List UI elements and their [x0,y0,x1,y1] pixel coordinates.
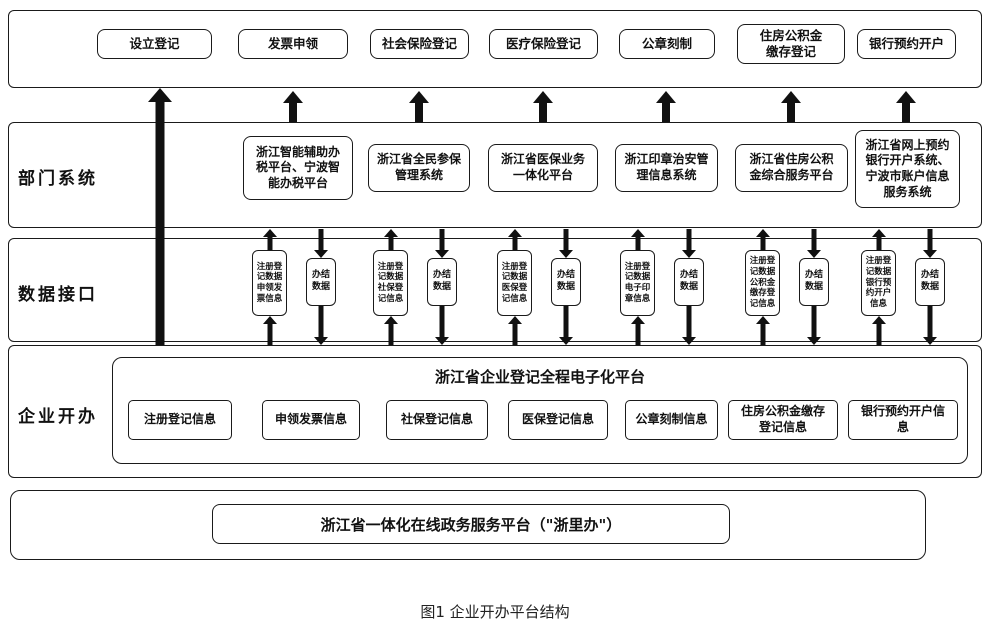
data-down-box-6: 办结 数据 [915,258,945,306]
dept-system-box-1: 浙江智能辅助办 税平台、宁波智 能办税平台 [243,136,353,200]
data-up-box-1: 注册登 记数据 申领发 票信息 [252,250,287,316]
down-arrow [559,306,573,345]
down-arrow [559,229,573,258]
up-arrow [631,229,645,250]
up-arrow [631,316,645,345]
service-box-7: 银行预约开户 [857,29,956,59]
up-arrow [508,229,522,250]
up-arrow [384,316,398,345]
down-arrow [682,306,696,345]
enterprise-layer-label: 企业开办 [18,407,98,427]
up-arrow [872,229,886,250]
down-arrow [682,229,696,258]
enterprise-item-5: 公章刻制信息 [625,400,718,440]
up-arrow [409,91,429,122]
up-arrow [756,229,770,250]
dept-system-box-2: 浙江省全民参保 管理系统 [368,144,470,192]
up-arrow [384,229,398,250]
data-down-box-5: 办结 数据 [799,258,829,306]
down-arrow [807,229,821,258]
up-arrow [283,91,303,122]
data-up-box-4: 注册登 记数据 电子印 章信息 [620,250,655,316]
down-arrow [435,306,449,345]
data-up-box-6: 注册登 记数据 银行预 约开户 信息 [861,250,896,316]
service-box-4: 医疗保险登记 [489,29,598,59]
up-arrow [656,91,676,122]
dept-layer-label: 部门系统 [18,169,98,189]
service-box-3: 社会保险登记 [370,29,469,59]
up-arrow [263,316,277,345]
service-box-6: 住房公积金 缴存登记 [737,24,845,64]
up-arrow [756,316,770,345]
data-layer-label: 数据接口 [18,285,98,305]
data-down-box-4: 办结 数据 [674,258,704,306]
up-arrow [781,91,801,122]
down-arrow [435,229,449,258]
bottom-platform-box: 浙江省一体化在线政务服务平台（"浙里办"） [212,504,730,544]
service-box-1: 设立登记 [97,29,212,59]
dept-system-box-5: 浙江省住房公积 金综合服务平台 [735,144,848,192]
up-arrow [263,229,277,250]
dept-system-box-4: 浙江印章治安管 理信息系统 [615,144,718,192]
down-arrow [923,306,937,345]
data-down-box-1: 办结 数据 [306,258,336,306]
up-arrow [872,316,886,345]
down-arrow [807,306,821,345]
service-box-5: 公章刻制 [619,29,715,59]
service-box-2: 发票申领 [238,29,348,59]
enterprise-item-1: 注册登记信息 [128,400,232,440]
enterprise-item-6: 住房公积金缴存 登记信息 [728,400,838,440]
up-arrow [896,91,916,122]
figure-caption: 图1 企业开办平台结构 [420,603,570,621]
long-up-arrow [148,88,172,345]
enterprise-platform-title: 浙江省企业登记全程电子化平台 [434,368,645,386]
data-up-box-2: 注册登 记数据 社保登 记信息 [373,250,408,316]
data-down-box-2: 办结 数据 [427,258,457,306]
data-down-box-3: 办结 数据 [551,258,581,306]
enterprise-item-2: 申领发票信息 [262,400,360,440]
down-arrow [314,306,328,345]
data-up-box-5: 注册登 记数据 公积金 缴存登 记信息 [745,250,780,316]
up-arrow [533,91,553,122]
dept-system-box-6: 浙江省网上预约 银行开户系统、 宁波市账户信息 服务系统 [855,130,960,208]
enterprise-item-7: 银行预约开户信 息 [848,400,958,440]
enterprise-item-3: 社保登记信息 [386,400,488,440]
data-up-box-3: 注册登 记数据 医保登 记信息 [497,250,532,316]
down-arrow [923,229,937,258]
enterprise-item-4: 医保登记信息 [508,400,608,440]
dept-system-box-3: 浙江省医保业务 一体化平台 [488,144,598,192]
up-arrow [508,316,522,345]
down-arrow [314,229,328,258]
